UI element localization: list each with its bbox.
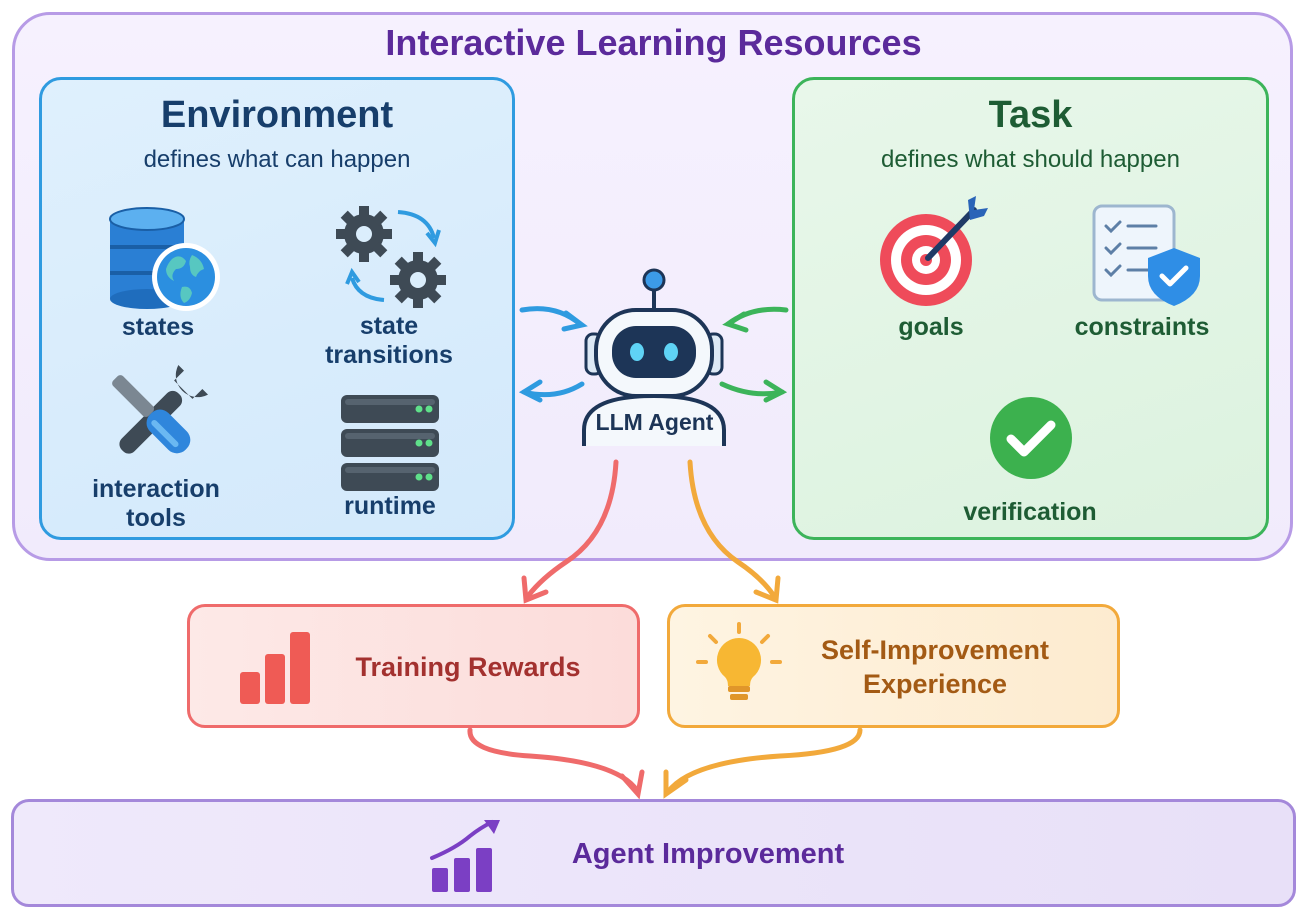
task-subtitle: defines what should happen xyxy=(881,146,1180,173)
environment-panel xyxy=(39,77,515,540)
check-circle-icon xyxy=(990,397,1072,479)
robot-icon xyxy=(582,268,726,446)
training-rewards-box xyxy=(187,604,640,728)
database-globe-icon xyxy=(109,207,220,311)
wrench-screwdriver-icon xyxy=(112,364,209,454)
agent-improvement-box xyxy=(11,799,1296,907)
llm-agent-label: LLM Agent xyxy=(595,409,714,435)
lightbulb-icon xyxy=(696,622,782,700)
goals-label: goals xyxy=(898,313,964,341)
training-rewards-label: Training Rewards xyxy=(355,652,581,682)
runtime-label: runtime xyxy=(344,492,436,520)
interaction-tools-label-line2: tools xyxy=(126,504,186,532)
self-improvement-label-line1: Self-Improvement xyxy=(820,635,1050,665)
environment-subtitle: defines what can happen xyxy=(143,146,411,173)
main-title: Interactive Learning Resources xyxy=(385,22,922,63)
environment-title: Environment xyxy=(160,94,394,136)
states-label: states xyxy=(121,313,195,341)
state-transitions-label-line1: state xyxy=(359,312,419,340)
checklist-shield-icon xyxy=(1092,204,1200,306)
interaction-tools-label-line1: interaction xyxy=(92,475,220,503)
target-arrow-icon xyxy=(880,196,988,306)
server-stack-icon xyxy=(341,395,439,491)
bar-chart-icon xyxy=(240,632,310,704)
agent-improvement-label: Agent Improvement xyxy=(571,838,845,870)
verification-label: verification xyxy=(963,498,1097,526)
constraints-label: constraints xyxy=(1074,313,1210,341)
state-transitions-label-line2: transitions xyxy=(325,341,453,369)
gears-cycle-icon xyxy=(336,206,446,308)
task-title: Task xyxy=(988,94,1073,136)
self-improvement-label-line2: Experience xyxy=(862,669,1008,699)
growth-chart-icon xyxy=(430,820,500,892)
